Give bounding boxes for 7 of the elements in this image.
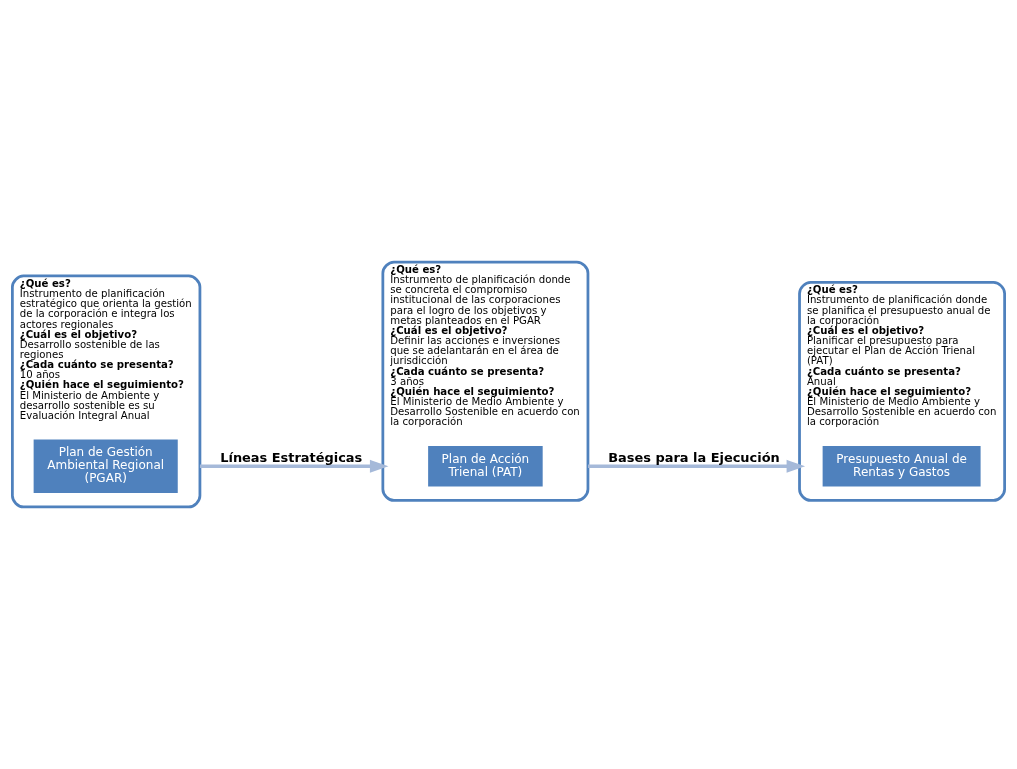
- edge-label: Bases para la Ejecución: [608, 449, 780, 465]
- node-box: Presupuesto Anual de Rentas y Gastos: [820, 444, 983, 489]
- arrow: [199, 459, 389, 473]
- edge-label: Líneas Estratégicas: [220, 449, 363, 465]
- arrow: [587, 459, 806, 473]
- node-box: Plan de Acción Trienal (PAT): [426, 444, 545, 489]
- node-box: Plan de Gestión Ambiental Regional (PGAR): [31, 437, 180, 495]
